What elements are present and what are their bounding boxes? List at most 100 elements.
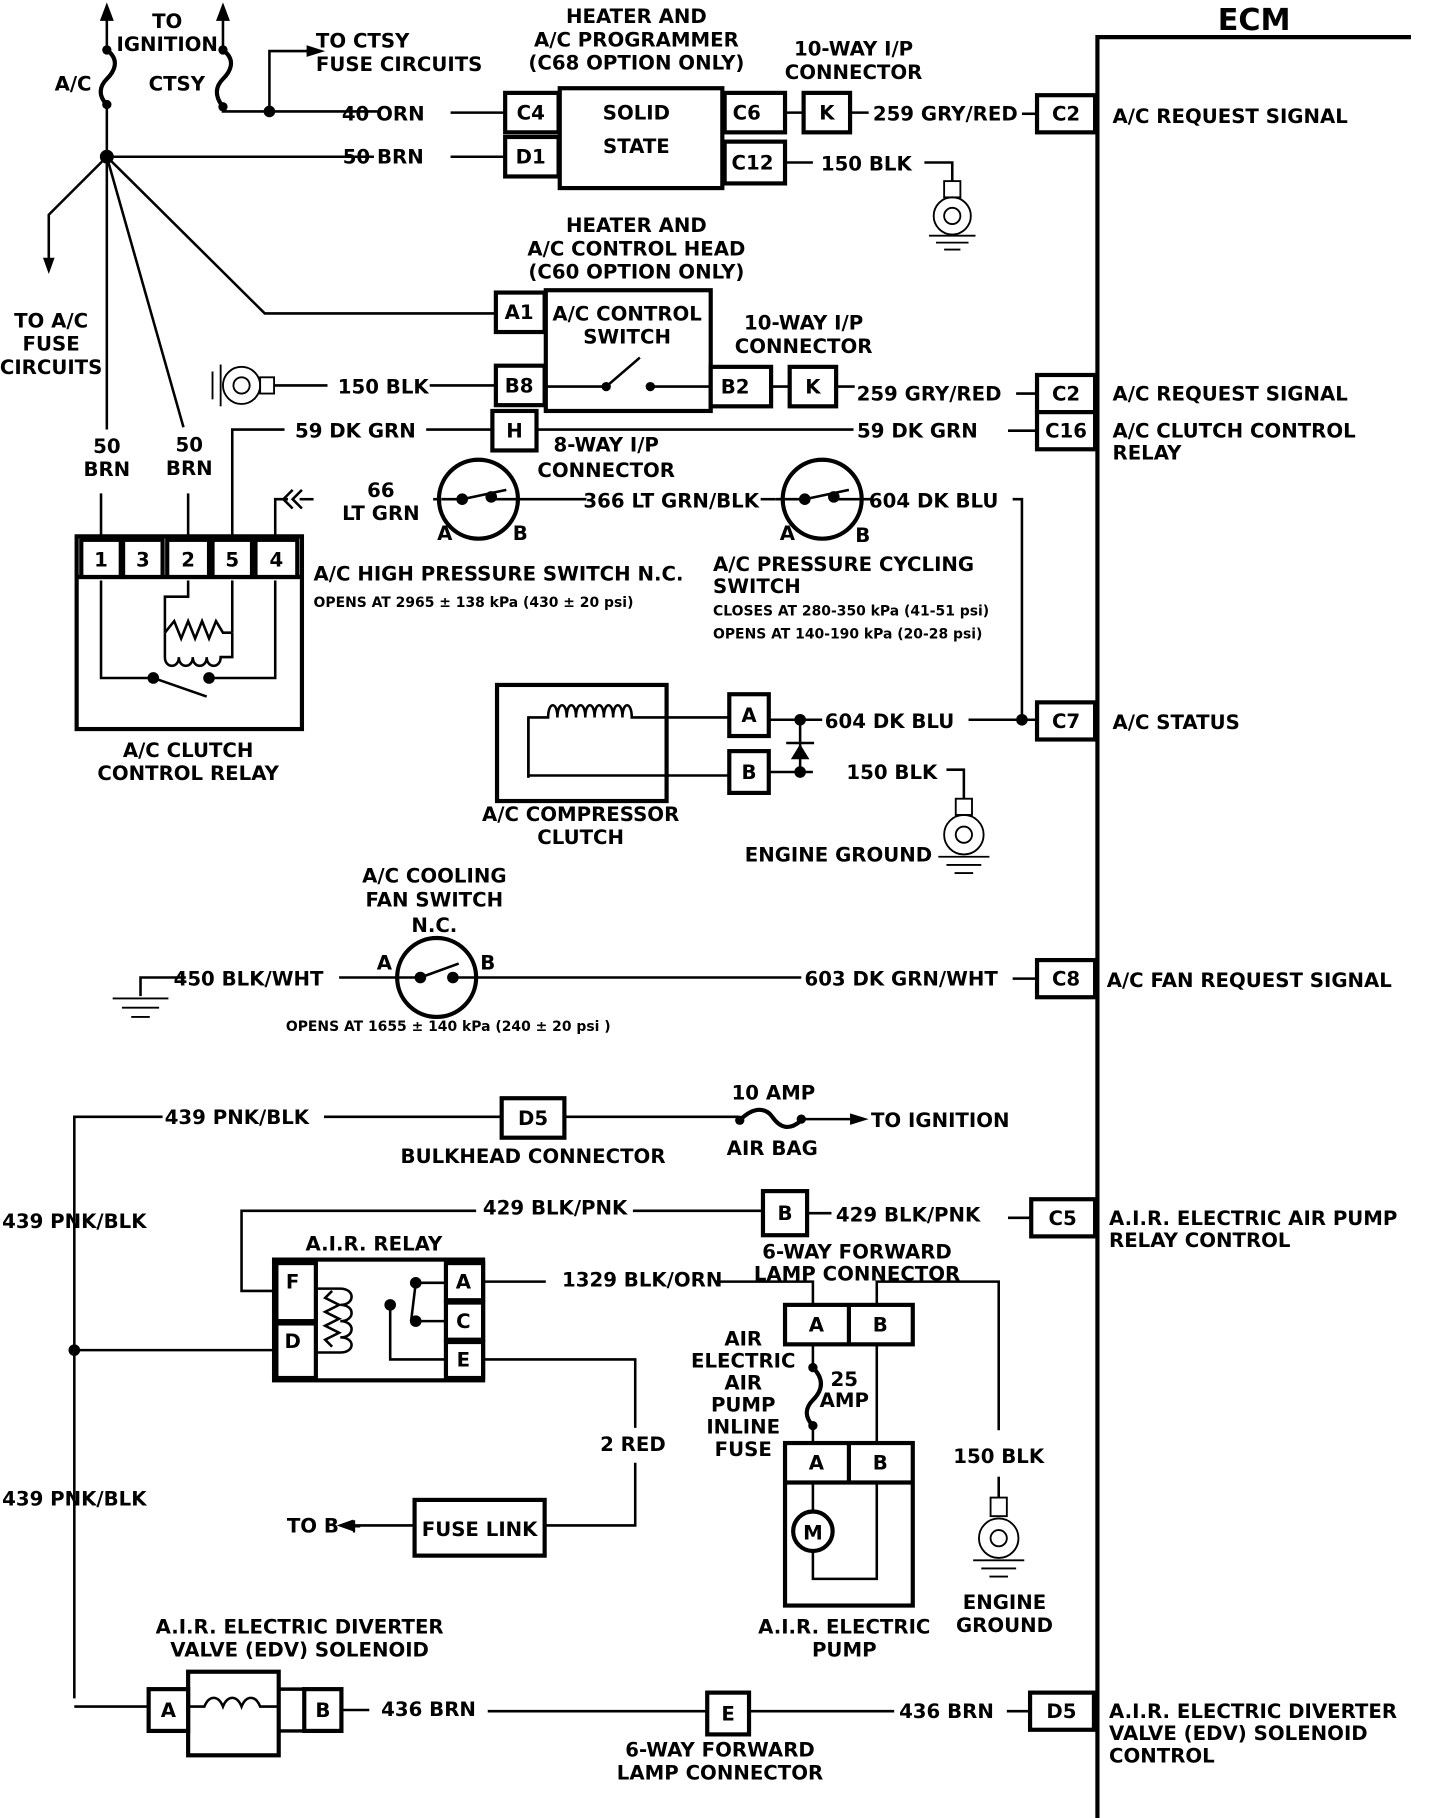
wire-429-left: 429 BLK/PNK (483, 1196, 628, 1219)
air-relay-pin-d[interactable] (274, 1321, 318, 1381)
relay-pin-4-label: 4 (270, 549, 284, 572)
ac-pressure-cycling-switch: A B 604 DK BLU A/C PRESSURE CYCLING SWIT… (713, 457, 1024, 720)
edv-pin-b-label: B (315, 1699, 330, 1722)
heater-ac-programmer: HEATER AND A/C PROGRAMMER (C68 OPTION ON… (342, 5, 1018, 251)
pin-k-2[interactable] (787, 364, 839, 409)
ecm-pin-d5[interactable]: D5 A.I.R. ELECTRIC DIVERTER VALVE (EDV) … (1006, 1690, 1397, 1768)
ecm-outline (1095, 35, 1411, 1818)
relay-pin-3[interactable] (121, 537, 165, 580)
edv-title-1: A.I.R. ELECTRIC DIVERTER (156, 1615, 444, 1638)
ecm-pin-desc: A/C FAN REQUEST SIGNAL (1107, 969, 1393, 992)
bulkhead-pin-label: D5 (518, 1107, 548, 1130)
ip-connector-2-title-1: 10-WAY I/P (744, 312, 863, 335)
ecm-pin-label: C7 (1052, 710, 1080, 733)
ecm-pin-label: C2 (1052, 103, 1080, 126)
pin-c12-label: C12 (732, 151, 774, 174)
edv-coil-icon (188, 1696, 279, 1710)
wire-66-2: LT GRN (342, 502, 420, 525)
clutch-coil-icon (527, 703, 730, 778)
relay-pin-4[interactable] (253, 537, 300, 580)
high-pressure-switch-spec: OPENS AT 2965 ± 138 kPa (430 ± 20 psi) (314, 595, 634, 611)
relay-pin-5[interactable] (210, 537, 255, 580)
wire-436-left: 436 BRN (381, 1698, 476, 1721)
relay-contact-icon (152, 676, 208, 698)
high-pressure-switch-title: A/C HIGH PRESSURE SWITCH N.C. (314, 562, 684, 585)
ecm-pin-desc: RELAY CONTROL (1109, 1229, 1291, 1252)
ecm-pin-desc: A/C STATUS (1113, 711, 1240, 734)
arrow-up-icon (216, 2, 230, 21)
compressor-clutch-title-2: CLUTCH (537, 826, 624, 849)
relay-pin-2[interactable] (165, 537, 212, 580)
ground-icon (211, 364, 275, 407)
edv-pin-a[interactable] (146, 1687, 191, 1734)
pin-h[interactable] (490, 408, 539, 453)
lamp-connector-pin-e[interactable] (705, 1690, 752, 1737)
control-head-title-1: HEATER AND (566, 214, 707, 237)
wire-150-air: 150 BLK (953, 1445, 1045, 1468)
pin-d1-label: D1 (516, 146, 546, 169)
ecm-pin-c16[interactable]: C16 A/C CLUTCH CONTROL RELAY (1008, 410, 1356, 465)
ac-cooling-fan-switch: A/C COOLING FAN SWITCH N.C. 450 BLK/WHT … (112, 864, 998, 1035)
lamp-connector-pin-b[interactable] (760, 1189, 810, 1238)
ecm-pin-c8[interactable]: C8 A/C FAN REQUEST SIGNAL (1012, 957, 1393, 1000)
air-relay-title: A.I.R. RELAY (306, 1232, 443, 1255)
air-relay-pin-f-label: F (286, 1271, 299, 1294)
pin-a1-label: A1 (505, 301, 534, 324)
compressor-clutch-title-1: A/C COMPRESSOR (482, 803, 679, 826)
ecm-pin-c5[interactable]: C5 A.I.R. ELECTRIC AIR PUMP RELAY CONTRO… (1008, 1197, 1397, 1252)
edv-pin-a-label: A (161, 1699, 177, 1722)
relay-pin-1[interactable] (79, 537, 123, 580)
terminal-b-label: B (480, 951, 495, 974)
engine-ground-air-2: GROUND (956, 1614, 1053, 1637)
programmer-title-3: (C68 OPTION ONLY) (528, 52, 744, 75)
bulkhead-pin-d5[interactable] (499, 1096, 567, 1140)
inline-fuse-amp-1: 25 (831, 1368, 858, 1391)
ip-connector-2-title-2: CONNECTOR (735, 335, 873, 358)
pump-pin-b-label: B (873, 1452, 888, 1475)
lamp-connector-2-title-1: 6-WAY FORWARD (625, 1738, 815, 1761)
inline-fuse-label-1: AIR (724, 1328, 762, 1351)
to-ac-fuse-label-3: CIRCUITS (0, 356, 102, 379)
connector-arrow-icon (281, 489, 303, 510)
ip-connector-title-1: 10-WAY I/P (794, 38, 913, 61)
pump-pin-a-label: A (809, 1452, 825, 1475)
relay-pin-2-label: 2 (181, 549, 195, 572)
switch-contact-icon (804, 488, 850, 501)
pin-k[interactable] (801, 90, 853, 135)
programmer-title-2: A/C PROGRAMMER (534, 28, 739, 51)
pump-title-2: PUMP (812, 1639, 877, 1662)
programmer-body-1: SOLID (603, 102, 670, 125)
arrow-down-icon (42, 257, 55, 274)
inline-fuse-label-3: AIR (724, 1372, 762, 1395)
clutch-pin-a-label: A (741, 704, 757, 727)
wire-604: 604 DK BLU (869, 489, 998, 512)
wire-59-dk-grn-right: 59 DK GRN (857, 420, 978, 443)
clutch-pin-a[interactable] (727, 692, 771, 739)
ecm-pin-c2-top[interactable]: C2 A/C REQUEST SIGNAL (1021, 93, 1348, 135)
switch-contact-icon (461, 488, 507, 501)
air-relay-pin-f[interactable] (274, 1260, 318, 1324)
lamp-connector-pin-b-label: B (778, 1202, 793, 1225)
wire-259-2: 259 GRY/RED (857, 383, 1002, 406)
air-relay-pin-a[interactable] (443, 1260, 486, 1303)
inline-fuse-icon (804, 1366, 823, 1428)
ecm-pin-label: D5 (1046, 1700, 1076, 1723)
cycling-switch-title-1: A/C PRESSURE CYCLING (713, 553, 974, 576)
heater-ac-control-head: HEATER AND A/C CONTROL HEAD (C60 OPTION … (211, 214, 1002, 414)
wire-1329: 1329 BLK/ORN (562, 1268, 722, 1291)
pump-title-1: A.I.R. ELECTRIC (758, 1615, 930, 1638)
wire-603: 603 DK GRN/WHT (804, 968, 998, 991)
ac-clutch-control-relay: 50 BRN 50 BRN 59 DK GRN H 59 DK GRN 8-WA… (74, 408, 978, 785)
ecm-pin-c2-mid[interactable]: C2 A/C REQUEST SIGNAL (1016, 372, 1348, 415)
ecm-pin-label: C16 (1045, 420, 1087, 443)
inline-fuse-label-4: PUMP (711, 1394, 776, 1417)
terminal-a-label: A (437, 522, 453, 545)
relay-pin-5-label: 5 (225, 549, 239, 572)
pin-c4-label: C4 (517, 102, 545, 125)
lamp-conn-pin-a-label: A (809, 1314, 825, 1337)
ecm-pin-c7[interactable]: C7 A/C STATUS (1034, 700, 1240, 742)
pin-a1[interactable] (493, 290, 547, 335)
to-ignition-label-1: TO (152, 10, 182, 33)
pin-b2[interactable] (708, 364, 774, 409)
